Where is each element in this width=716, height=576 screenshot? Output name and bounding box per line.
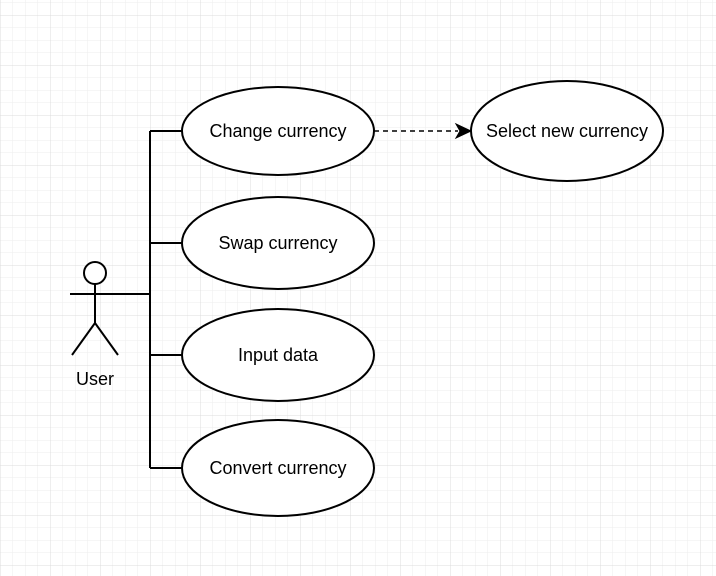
use-case-swap-currency[interactable]: Swap currency <box>181 196 375 290</box>
actor-label: User <box>76 369 114 389</box>
use-case-label: Change currency <box>209 121 346 141</box>
dashed-arrow <box>374 122 473 140</box>
use-case-label: Input data <box>238 345 319 365</box>
actor-user[interactable] <box>70 261 120 356</box>
use-case-change-currency[interactable]: Change currency <box>181 86 375 176</box>
use-case-label: Swap currency <box>218 233 337 253</box>
use-case-label: Select new currency <box>486 121 648 141</box>
use-case-input-data[interactable]: Input data <box>181 308 375 402</box>
use-case-ellipse <box>181 196 375 290</box>
use-case-convert-currency[interactable]: Convert currency <box>181 419 375 517</box>
actor-head <box>83 261 107 285</box>
actor-right-leg <box>94 322 119 356</box>
association-lines <box>118 130 182 469</box>
actor-left-leg <box>71 322 96 356</box>
use-case-ellipse <box>181 419 375 517</box>
use-case-label: Convert currency <box>209 458 346 478</box>
arrowhead-icon <box>454 122 473 140</box>
use-case-ellipse <box>181 86 375 176</box>
use-case-select-new-currency[interactable]: Select new currency <box>470 80 664 182</box>
use-case-ellipse <box>181 308 375 402</box>
use-case-ellipse <box>470 80 664 182</box>
